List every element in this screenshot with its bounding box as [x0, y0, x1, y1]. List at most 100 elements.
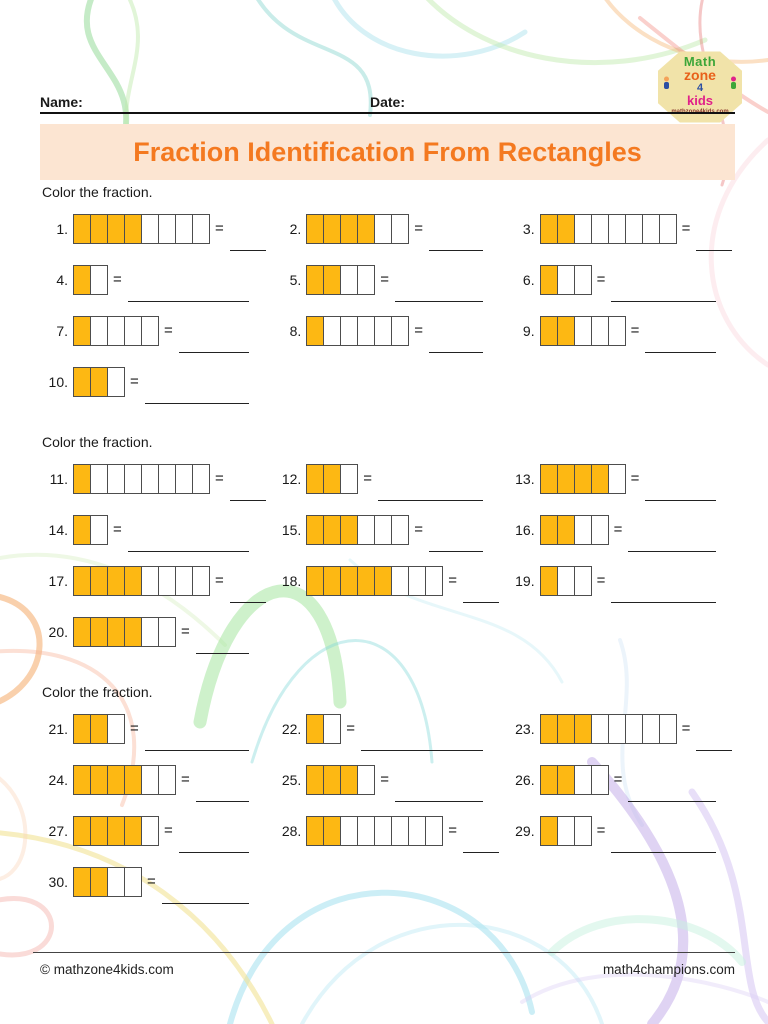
answer-blank[interactable]: [645, 352, 716, 353]
equals-sign: =: [414, 220, 424, 237]
empty-cell: [557, 816, 575, 845]
empty-cell: [659, 714, 676, 743]
answer-blank[interactable]: [127, 301, 250, 302]
shaded-cell: [324, 214, 342, 243]
answer-blank[interactable]: [463, 852, 500, 853]
answer-blank[interactable]: [429, 551, 483, 552]
fraction-rectangle: [306, 815, 444, 846]
problem-section: Color the fraction.11.=12.=13.=14.=15.=1…: [40, 434, 740, 657]
shaded-cell: [125, 566, 142, 595]
empty-cell: [591, 765, 608, 794]
answer-blank[interactable]: [645, 500, 716, 501]
answer-blank[interactable]: [628, 801, 716, 802]
problem-item: 22.=: [273, 703, 506, 754]
logo-text-math: Math: [683, 54, 717, 69]
empty-cell: [142, 816, 158, 845]
empty-cell: [642, 714, 660, 743]
answer-blank[interactable]: [195, 801, 250, 802]
fraction-rectangle: [73, 616, 176, 647]
answer-blank[interactable]: [378, 500, 483, 501]
shaded-cell: [74, 617, 91, 646]
equals-sign: =: [113, 271, 122, 288]
fraction-rectangle: [73, 366, 125, 397]
answer-blank[interactable]: [178, 352, 250, 353]
answer-blank[interactable]: [161, 903, 250, 904]
empty-cell: [591, 316, 609, 345]
problem-item: 8.=: [273, 305, 506, 356]
shaded-cell: [341, 515, 359, 544]
problem-item: 17.=: [40, 555, 273, 606]
shaded-cell: [591, 464, 609, 493]
answer-blank[interactable]: [611, 301, 716, 302]
empty-cell: [108, 464, 125, 493]
shaded-cell: [540, 515, 558, 544]
answer-blank[interactable]: [395, 301, 483, 302]
answer-blank[interactable]: [395, 801, 483, 802]
problem-item: 19.=: [507, 555, 740, 606]
shaded-cell: [557, 316, 575, 345]
fraction-rectangle: [73, 463, 210, 494]
problem-section: Color the fraction.21.=22.=23.=24.=25.=2…: [40, 684, 740, 907]
footer-copyright: © mathzone4kids.com: [40, 962, 174, 977]
section-instruction: Color the fraction.: [42, 184, 153, 200]
shaded-cell: [108, 765, 125, 794]
problem-section: Color the fraction.1.=2.=3.=4.=5.=6.=7.=…: [40, 184, 740, 407]
equals-sign: =: [596, 822, 606, 839]
empty-cell: [426, 566, 443, 595]
empty-cell: [142, 316, 158, 345]
answer-blank[interactable]: [463, 602, 500, 603]
answer-blank[interactable]: [195, 653, 250, 654]
answer-blank[interactable]: [229, 602, 266, 603]
fraction-rectangle: [73, 815, 159, 846]
problem-item: 26.=: [507, 754, 740, 805]
title-banner: Fraction Identification From Rectangles: [40, 124, 735, 180]
shaded-cell: [557, 464, 575, 493]
empty-cell: [574, 515, 592, 544]
answer-blank[interactable]: [696, 750, 733, 751]
equals-sign: =: [181, 623, 190, 640]
answer-blank[interactable]: [229, 250, 266, 251]
answer-blank[interactable]: [611, 852, 716, 853]
empty-cell: [193, 214, 209, 243]
name-date-row: Name: Date:: [40, 94, 735, 110]
answer-blank[interactable]: [361, 750, 483, 751]
empty-cell: [392, 316, 409, 345]
empty-cell: [591, 515, 608, 544]
answer-blank[interactable]: [611, 602, 716, 603]
equals-sign: =: [147, 873, 156, 890]
answer-blank[interactable]: [144, 403, 250, 404]
equals-sign: =: [630, 470, 640, 487]
problem-number: 14.: [48, 521, 68, 538]
empty-cell: [341, 265, 359, 294]
problem-item: 3.=: [507, 203, 740, 254]
empty-cell: [324, 714, 341, 743]
shaded-cell: [91, 714, 108, 743]
empty-cell: [142, 765, 159, 794]
fraction-rectangle: [306, 764, 376, 795]
problem-number: 15.: [281, 521, 302, 538]
problem-number: 13.: [515, 470, 535, 487]
answer-blank[interactable]: [429, 250, 483, 251]
empty-cell: [591, 214, 609, 243]
empty-cell: [409, 816, 427, 845]
empty-cell: [341, 316, 359, 345]
empty-cell: [159, 765, 175, 794]
fraction-rectangle: [73, 565, 210, 596]
answer-blank[interactable]: [178, 852, 250, 853]
shaded-cell: [74, 214, 91, 243]
problem-item: 25.=: [273, 754, 506, 805]
empty-cell: [142, 214, 159, 243]
answer-blank[interactable]: [628, 551, 716, 552]
answer-blank[interactable]: [696, 250, 733, 251]
answer-blank[interactable]: [229, 500, 266, 501]
shaded-cell: [91, 214, 108, 243]
answer-blank[interactable]: [144, 750, 250, 751]
shaded-cell: [540, 714, 558, 743]
logo-text-zone: zone: [684, 67, 716, 84]
answer-blank[interactable]: [429, 352, 483, 353]
problem-item: 2.=: [273, 203, 506, 254]
answer-blank[interactable]: [127, 551, 250, 552]
shaded-cell: [74, 515, 91, 544]
problem-item: 15.=: [273, 504, 506, 555]
